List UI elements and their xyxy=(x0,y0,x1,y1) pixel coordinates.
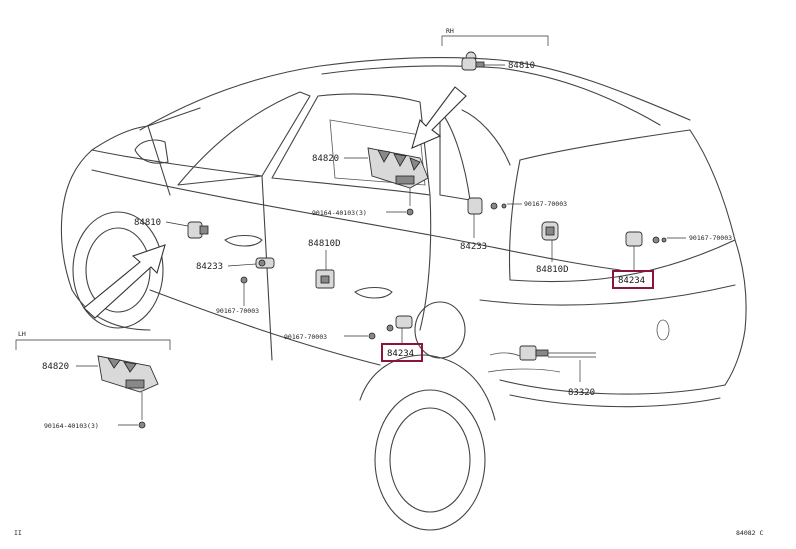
label-84233-left: 84233 xyxy=(196,262,223,272)
highlight-box-84234-mid xyxy=(381,343,423,362)
label-90167-left: 90167-70003 xyxy=(216,307,259,315)
label-84810-top: 84810 xyxy=(508,61,535,71)
label-90167-right-top: 90167-70003 xyxy=(524,200,567,208)
master-switch-84820-inset-part xyxy=(97,355,159,393)
inset-left-tag: LH xyxy=(18,330,26,338)
master-switch-84820-part xyxy=(367,147,429,189)
inset-top: RH 84810 xyxy=(441,27,549,71)
switch-84810d-center-part xyxy=(315,250,335,289)
label-90164-center: 90164-40103(3) xyxy=(312,209,367,217)
switch-84233-right-part xyxy=(467,197,522,238)
figure-code: 84082 C xyxy=(736,529,763,537)
label-84810d-right: 84810D xyxy=(536,265,569,275)
label-90167-mid: 90167-70003 xyxy=(284,333,327,341)
switch-84810-left-part xyxy=(187,221,209,239)
arrow-to-center-switch xyxy=(411,86,467,149)
switch-84234-right-part xyxy=(625,231,686,270)
inset-top-tag: RH xyxy=(446,27,454,35)
switch-84810d-right-part xyxy=(541,221,559,262)
inset-left: LH 84820 90164-40103(3) xyxy=(15,330,171,430)
label-84810-left: 84810 xyxy=(134,218,161,228)
switch-84810-top-part xyxy=(461,51,485,71)
highlight-box-84234-right xyxy=(612,270,654,289)
label-84820-center: 84820 xyxy=(312,154,339,164)
label-84810d-center: 84810D xyxy=(308,239,341,249)
label-84820-inset: 84820 xyxy=(42,362,69,372)
part-83320 xyxy=(519,345,596,382)
callout-arrows xyxy=(83,86,467,319)
switch-84234-mid-part xyxy=(344,315,413,345)
label-84233-right: 84233 xyxy=(460,242,487,252)
screw-90164-center xyxy=(386,188,414,216)
label-84234-mid: 84234 xyxy=(387,349,414,359)
switch-84233-left-part xyxy=(227,257,275,306)
label-90167-right: 90167-70003 xyxy=(689,234,732,242)
label-83320: 83320 xyxy=(568,388,595,398)
car-outline xyxy=(60,57,747,531)
footer-left-mark: II xyxy=(14,529,22,537)
label-84234-right: 84234 xyxy=(618,276,645,286)
arrow-to-left-switch xyxy=(83,244,166,319)
label-90164-inset: 90164-40103(3) xyxy=(44,422,99,430)
